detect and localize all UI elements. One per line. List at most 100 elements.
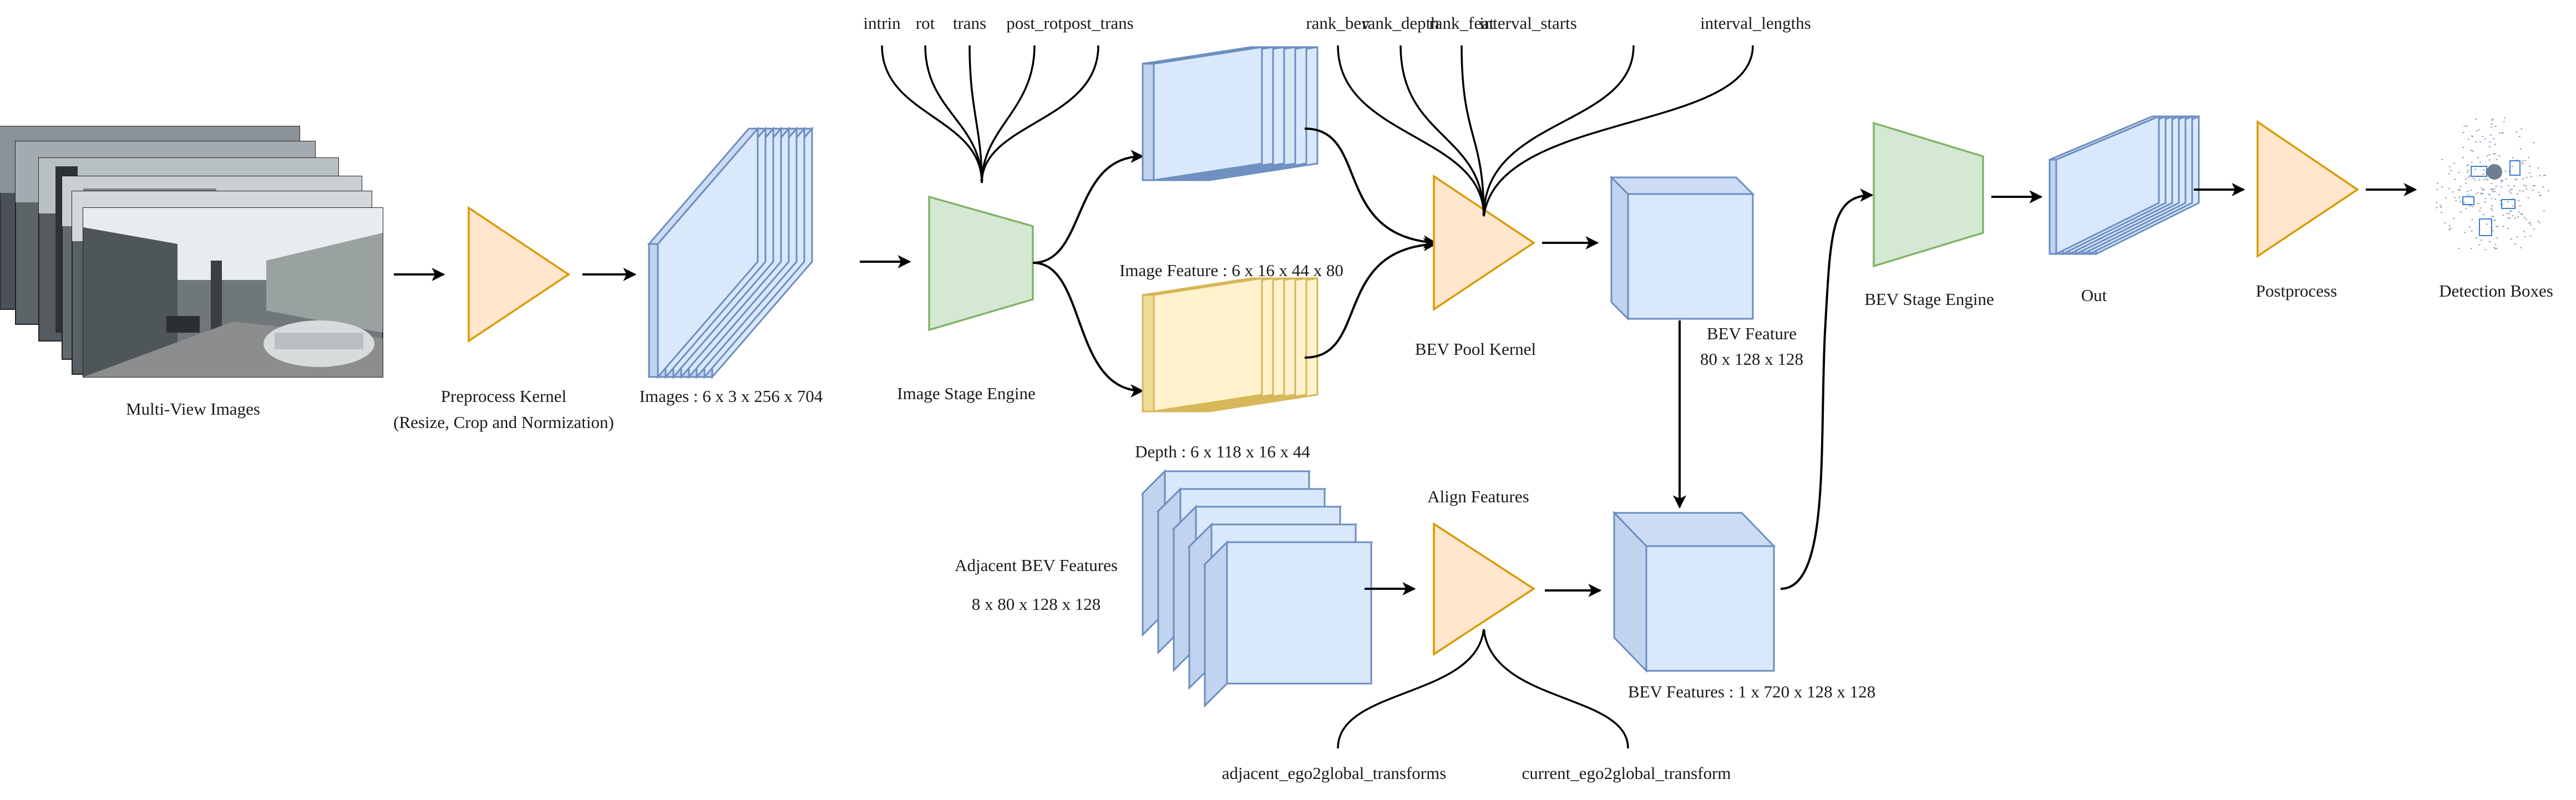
point xyxy=(2477,156,2479,158)
postprocess-triangle xyxy=(2256,120,2360,258)
point xyxy=(2466,125,2468,127)
point xyxy=(2538,222,2540,223)
point xyxy=(2500,181,2502,183)
point xyxy=(2448,229,2451,231)
point xyxy=(2519,190,2521,191)
point xyxy=(2440,205,2442,206)
point xyxy=(2481,187,2483,189)
align-param-line-current xyxy=(1482,629,1629,749)
point xyxy=(2525,218,2527,220)
bev-stage-engine-trapezoid xyxy=(1873,121,1984,268)
pool-param-line xyxy=(1482,45,1754,217)
point xyxy=(2469,190,2472,191)
point xyxy=(2539,175,2541,176)
point xyxy=(2436,207,2438,208)
arrow-bev-features-to-bev-engine xyxy=(1780,188,1874,590)
arrow-image-feature-to-bev-pool xyxy=(1304,128,1437,249)
point xyxy=(2504,170,2507,172)
point xyxy=(2543,210,2545,212)
pool-param-interval-starts-label: interval_starts xyxy=(1479,13,1577,33)
point xyxy=(2458,172,2460,174)
pool-param-rank-bev-label: rank_bev xyxy=(1306,13,1370,33)
point xyxy=(2522,178,2524,180)
point xyxy=(2463,202,2465,203)
point xyxy=(2509,211,2511,212)
point xyxy=(2497,226,2499,227)
point xyxy=(2450,228,2452,230)
point xyxy=(2520,247,2522,248)
align-features-triangle xyxy=(1433,522,1536,656)
point xyxy=(2466,194,2468,196)
point xyxy=(2448,173,2450,175)
point xyxy=(2494,220,2496,221)
point xyxy=(2459,189,2461,191)
point xyxy=(2483,179,2485,181)
point xyxy=(2517,216,2519,218)
point xyxy=(2510,238,2512,240)
point xyxy=(2478,179,2481,181)
point xyxy=(2494,144,2496,145)
point xyxy=(2496,248,2498,249)
point xyxy=(2519,148,2522,150)
point xyxy=(2522,160,2524,161)
point xyxy=(2460,211,2462,213)
bev-stage-engine-label: BEV Stage Engine xyxy=(1864,289,1994,309)
depth-slab xyxy=(1142,277,1263,412)
point xyxy=(2493,188,2496,190)
point xyxy=(2449,225,2451,227)
point xyxy=(2444,222,2446,224)
point xyxy=(2465,179,2467,180)
multi-view-images-label: Multi-View Images xyxy=(126,399,260,419)
point xyxy=(2464,232,2466,233)
point xyxy=(2471,219,2473,221)
point xyxy=(2483,188,2485,190)
point xyxy=(2528,222,2531,224)
point xyxy=(2518,200,2520,202)
point xyxy=(2491,126,2493,128)
point xyxy=(2472,150,2474,152)
point xyxy=(2507,228,2509,230)
point xyxy=(2474,141,2477,142)
point xyxy=(2453,218,2455,220)
point xyxy=(2511,198,2513,200)
point xyxy=(2528,156,2529,158)
point xyxy=(2486,223,2488,225)
point xyxy=(2476,130,2478,131)
point xyxy=(2543,175,2545,176)
arrow-engine-to-depth xyxy=(1032,262,1144,398)
adjacent-bev-features-label: Adjacent BEV Features xyxy=(955,556,1118,575)
point xyxy=(2529,165,2531,167)
bev-features-label: BEV Features : 1 x 720 x 128 x 128 xyxy=(1628,682,1875,701)
pool-param-line xyxy=(1399,45,1485,217)
image-stage-engine-label: Image Stage Engine xyxy=(897,384,1036,403)
point xyxy=(2483,214,2484,215)
point xyxy=(2508,213,2511,215)
point xyxy=(2507,201,2509,202)
point xyxy=(2530,176,2532,177)
point xyxy=(2509,217,2511,219)
point xyxy=(2529,235,2532,237)
camera-param-post-rot-label: post_rot xyxy=(1006,13,1063,33)
point xyxy=(2522,190,2524,192)
point xyxy=(2500,179,2502,181)
point xyxy=(2458,196,2461,198)
point xyxy=(2479,161,2481,163)
point xyxy=(2441,186,2443,188)
point xyxy=(2512,157,2514,159)
pool-param-rank-feat-label: rank_feat xyxy=(1429,13,1494,33)
point xyxy=(2467,139,2469,140)
point xyxy=(2539,194,2542,196)
image-feature-tensor-block xyxy=(1142,46,1319,181)
camera-param-rot-label: rot xyxy=(916,13,935,33)
out-tensor-block xyxy=(2048,115,2200,256)
point xyxy=(2475,237,2477,239)
point xyxy=(2537,220,2539,222)
point xyxy=(2533,228,2535,230)
point xyxy=(2494,191,2496,192)
point xyxy=(2484,198,2486,200)
point xyxy=(2519,205,2521,207)
point xyxy=(2467,176,2469,178)
point xyxy=(2533,185,2536,187)
